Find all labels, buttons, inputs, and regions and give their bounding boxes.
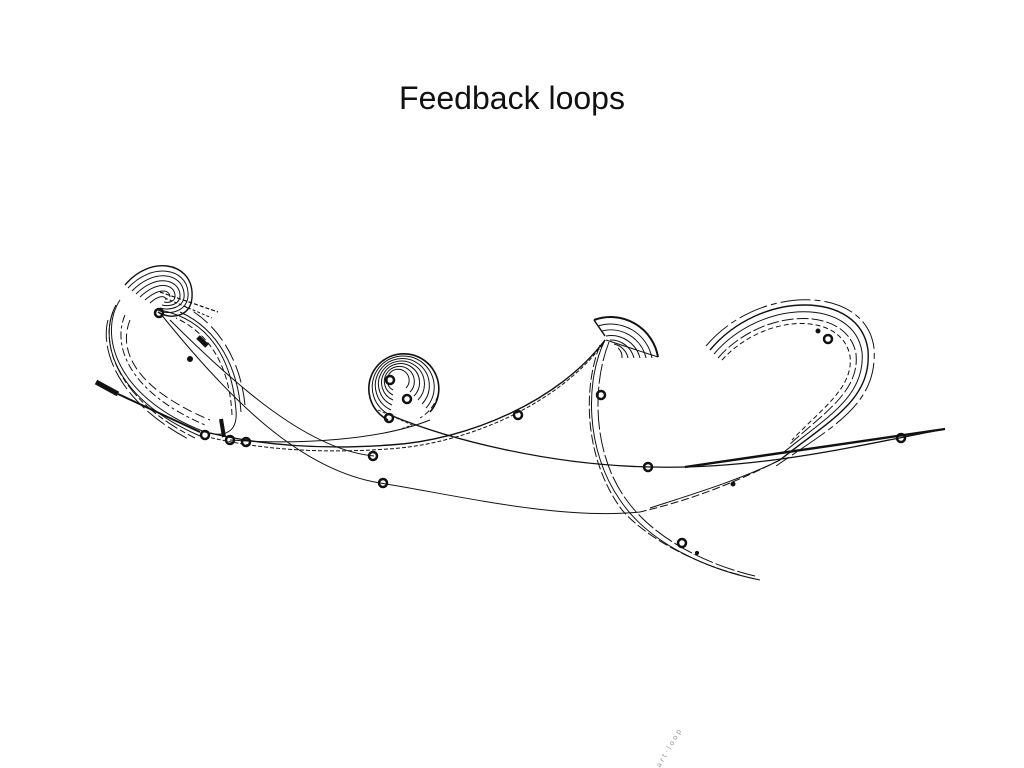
loop-left — [94, 265, 252, 448]
footer-text: a r t · l o o p — [655, 728, 684, 768]
loop-middle — [368, 353, 440, 431]
page-title: Feedback loops — [399, 80, 625, 116]
connecting-curves — [159, 312, 946, 515]
loop-fan — [588, 316, 761, 581]
loop-right — [639, 299, 875, 513]
